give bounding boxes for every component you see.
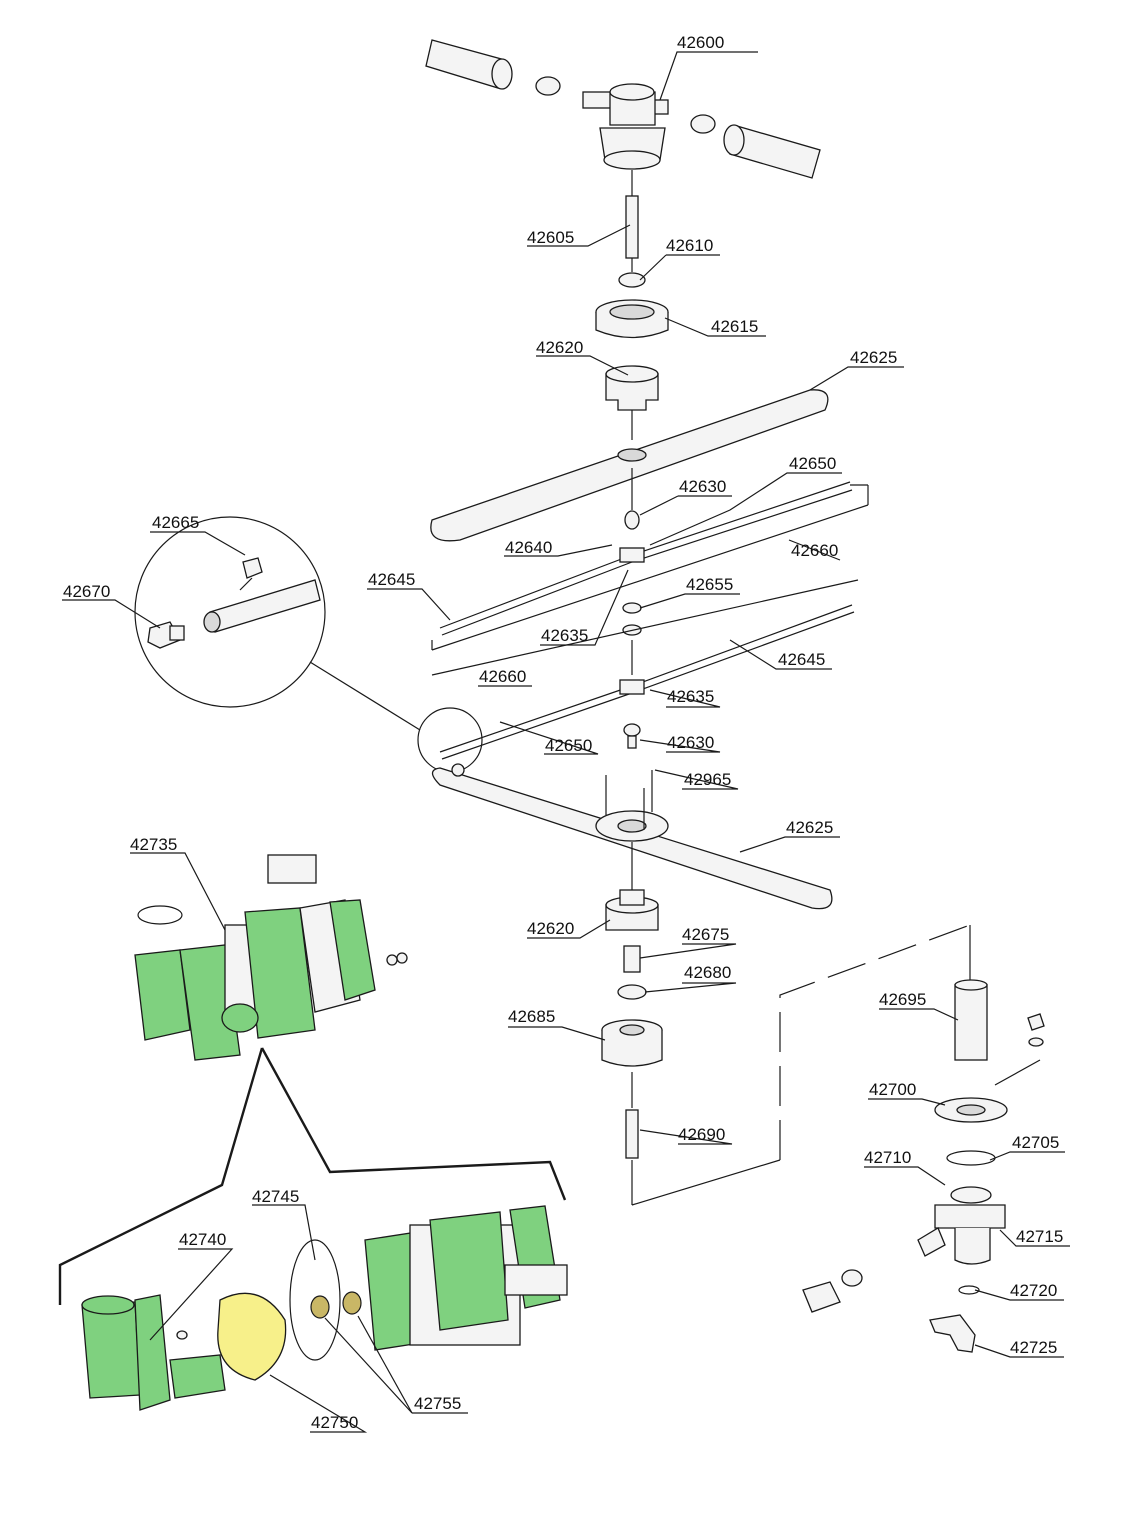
label-42645-lower: 42645 (778, 650, 825, 669)
shaft-42605 (625, 195, 639, 272)
label-42615: 42615 (711, 317, 758, 336)
label-42695: 42695 (879, 990, 926, 1009)
label-42670: 42670 (63, 582, 110, 601)
label-42735: 42735 (130, 835, 177, 854)
pump-motor-42735 (134, 854, 408, 1061)
label-42605: 42605 (527, 228, 574, 247)
label-42705: 42705 (1012, 1133, 1059, 1152)
label-42600: 42600 (677, 33, 724, 52)
label-42965: 42965 (684, 770, 731, 789)
dashed-boundary (779, 924, 971, 1160)
label-42755: 42755 (414, 1394, 461, 1413)
bearing-42680 (617, 984, 647, 1000)
label-42625-top: 42625 (850, 348, 897, 367)
label-42660-top: 42660 (791, 541, 838, 560)
label-42740: 42740 (179, 1230, 226, 1249)
label-42710: 42710 (864, 1148, 911, 1167)
label-42630-lower: 42630 (667, 733, 714, 752)
ring-nut-42615 (595, 299, 669, 339)
spacer-42675 (623, 945, 641, 973)
upper-feed-tube (425, 39, 821, 200)
label-42620-top: 42620 (536, 338, 583, 357)
washer-42610 (618, 272, 646, 288)
bushing-42620-lower (605, 889, 659, 931)
label-42650-top: 42650 (789, 454, 836, 473)
bushing-42620-top (605, 365, 659, 411)
detail-magnifier (134, 516, 483, 773)
label-42675: 42675 (682, 925, 729, 944)
label-42660-lower: 42660 (479, 667, 526, 686)
label-42640: 42640 (505, 538, 552, 557)
pump-explosion (58, 1047, 568, 1411)
label-42620-lower: 42620 (527, 919, 574, 938)
shaft-42690 (625, 1109, 639, 1159)
label-42680: 42680 (684, 963, 731, 982)
label-42715: 42715 (1016, 1227, 1063, 1246)
washer-42655a (622, 602, 642, 614)
label-42635-lower: 42635 (667, 687, 714, 706)
hub-42685 (601, 1019, 663, 1067)
lower-spray-tubes (431, 579, 859, 760)
label-42625-lower: 42625 (786, 818, 833, 837)
label-42630-top: 42630 (679, 477, 726, 496)
label-42725: 42725 (1010, 1338, 1057, 1357)
label-42655: 42655 (686, 575, 733, 594)
label-42610: 42610 (666, 236, 713, 255)
upper-wash-arm-42625 (430, 389, 829, 542)
label-42665: 42665 (152, 513, 199, 532)
part-labels: 42600 42605 42610 42615 42620 42625 4265… (63, 33, 1063, 1432)
label-42690: 42690 (678, 1125, 725, 1144)
label-42720: 42720 (1010, 1281, 1057, 1300)
label-42750: 42750 (311, 1413, 358, 1432)
label-42700: 42700 (869, 1080, 916, 1099)
label-42685: 42685 (508, 1007, 555, 1026)
label-42650-lower: 42650 (545, 736, 592, 755)
label-42745: 42745 (252, 1187, 299, 1206)
sump-assembly (802, 925, 1045, 1353)
leader-lines (62, 51, 1070, 1433)
label-42645-top: 42645 (368, 570, 415, 589)
label-42635-top: 42635 (541, 626, 588, 645)
upper-spray-tubes (431, 481, 869, 651)
lower-wash-arm-42625 (431, 763, 833, 910)
